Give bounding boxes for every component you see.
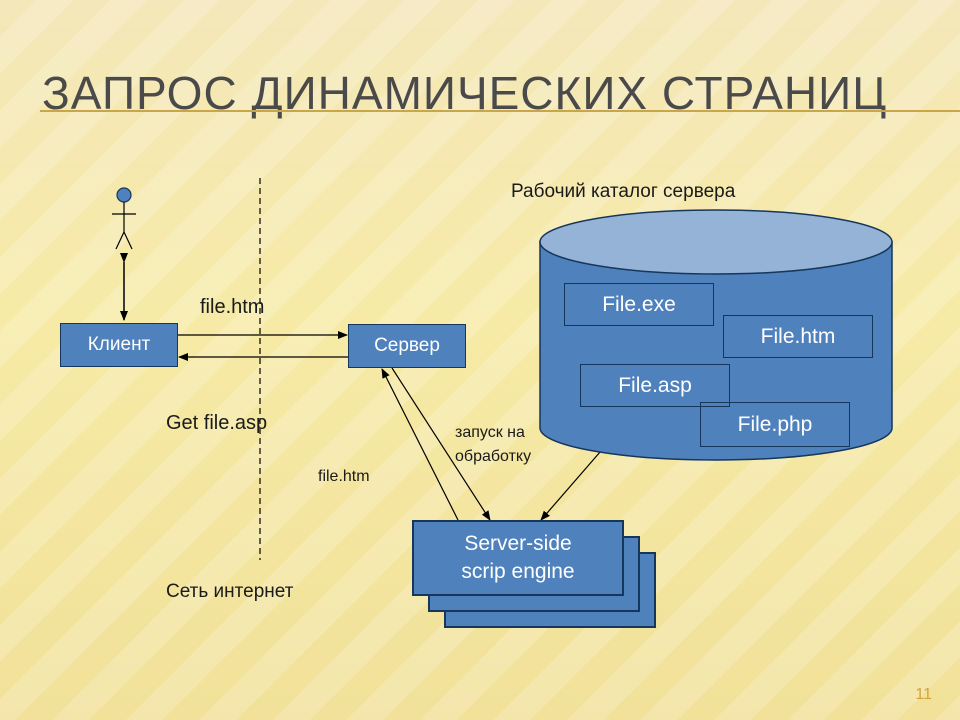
db-file-php: File.php [700,402,850,447]
launch-processing-label: запуск на обработку [455,421,531,469]
page-number: 11 [915,686,932,703]
server-directory-cylinder [539,209,893,461]
db-file-htm-label: File.htm [760,324,836,348]
db-file-htm: File.htm [723,315,873,358]
launch-processing-line2: обработку [455,448,532,465]
engine-label-line2: scrip engine [461,560,575,583]
db-file-asp-label: File.asp [618,373,692,397]
server-node-label: Сервер [374,335,440,356]
internet-label: Сеть интернет [166,581,294,602]
db-file-asp: File.asp [580,364,730,407]
server-side-script-engine: Server-side scrip engine [412,520,624,596]
db-file-exe-label: File.exe [602,292,676,316]
client-node-label: Клиент [87,334,151,355]
file-htm-response-label: file.htm [318,468,370,485]
title-underline [40,110,960,112]
launch-processing-line1: запуск на [455,424,525,441]
server-node: Сервер [348,324,466,368]
user-actor-icon [112,187,136,250]
server-to-engine-arrow [391,367,491,521]
engine-label-line1: Server-side [464,532,572,555]
server-directory-label: Рабочий каталог сервера [511,181,736,202]
db-file-php-label: File.php [737,412,813,436]
get-file-asp-label: Get file.asp [166,412,268,434]
db-file-exe: File.exe [564,283,714,326]
engine-to-server-arrow [381,368,459,521]
client-node: Клиент [60,323,178,367]
file-htm-request-label: file.htm [200,296,265,318]
